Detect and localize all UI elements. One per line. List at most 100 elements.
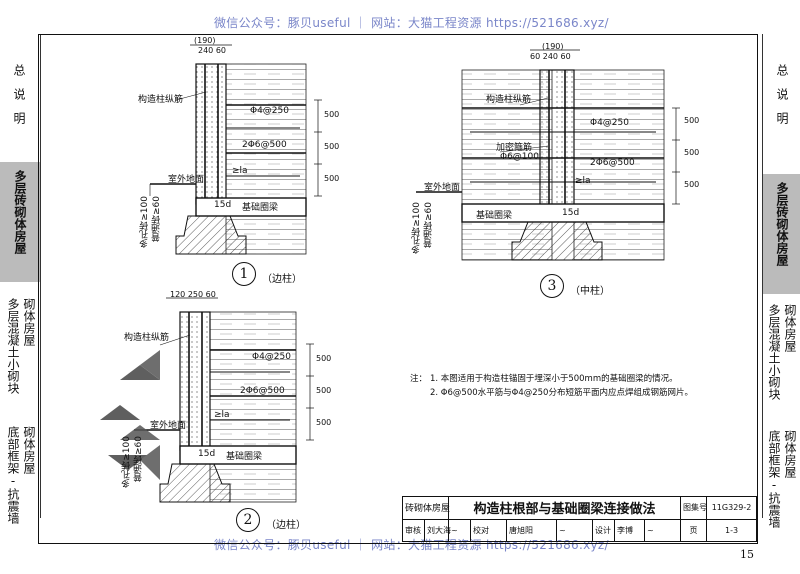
page-code: 1-3 xyxy=(706,518,758,542)
right-tab-frame-label-a: 底部框架-抗震墙 xyxy=(767,430,781,528)
d2-label-r2: 2Φ6@500 xyxy=(240,386,285,396)
right-tab-brick-active: 多层砖砌体房屋 xyxy=(763,174,800,294)
d2-label-la: ≥la xyxy=(214,410,230,420)
notes-prefix: 注： xyxy=(410,374,428,384)
designer-name: 李博 xyxy=(614,518,646,542)
d1-label-15d: 15d xyxy=(214,200,232,210)
right-tab-frame-label-b: 砌体房屋 xyxy=(783,430,797,478)
d3-label-la: ≥la xyxy=(575,176,591,186)
watermark-top: 微信公众号：豚贝useful ｜ 网站：大猫工程资源 https://52168… xyxy=(214,16,609,30)
d3-wall-note-2: 普通砖≥60 xyxy=(424,202,434,248)
designer-signature: ~ xyxy=(644,518,682,542)
right-tab-brick-label: 多层砖砌体房屋 xyxy=(775,182,789,266)
right-tab-general: 总说明 xyxy=(775,64,789,136)
d1-dim-500a: 500 xyxy=(324,110,340,119)
detail-2-wall xyxy=(209,311,297,503)
detail-3-number: 3 xyxy=(540,274,564,298)
left-tab-block: 多层混凝土小砌块 砌体房屋 xyxy=(2,298,40,394)
watermark-bottom: 微信公众号：豚贝useful ｜ 网站：大猫工程资源 https://52168… xyxy=(214,538,609,552)
detail-1-foundation xyxy=(175,215,247,255)
detail-3-foundation xyxy=(511,221,603,261)
d2-dim-top: 120 250 60 xyxy=(170,290,216,299)
d3-label-15d: 15d xyxy=(562,208,580,218)
d2-dim-500c: 500 xyxy=(316,418,332,427)
d3-label-ground: 室外地面 xyxy=(424,183,461,193)
d2-label-15d: 15d xyxy=(198,449,216,459)
detail-2-foundation xyxy=(159,463,231,503)
d1-label-col: 构造柱纵筋 xyxy=(138,95,184,105)
d2-dim-500b: 500 xyxy=(316,386,332,395)
d3-label-r1: Φ4@250 xyxy=(590,118,629,128)
d1-wall-note-2: 普通砖≥60 xyxy=(152,196,162,242)
left-tab-frame-label-b: 砌体房屋 xyxy=(22,426,36,474)
right-tab-block-label-a: 多层混凝土小砌块 xyxy=(767,304,781,400)
drawing-frame xyxy=(38,34,758,544)
d3-dim-top2: 60 240 60 xyxy=(530,52,571,61)
d1-dim-500c: 500 xyxy=(324,174,340,183)
checker-signature: ~ xyxy=(556,518,594,542)
detail-1-ring-beam xyxy=(195,197,307,217)
d3-dim-500c: 500 xyxy=(684,180,700,189)
detail-1-column xyxy=(195,63,227,205)
detail-2-number: 2 xyxy=(236,508,260,532)
note-1: 1. 本图适用于构造柱锚固于埋深小于500mm的基础圈梁的情况。 xyxy=(430,374,678,384)
detail-2-caption: （边柱） xyxy=(266,520,306,531)
note-2: 2. Φ6@500水平筋与Φ4@250分布短筋平面内应点焊组成钢筋网片。 xyxy=(430,388,693,398)
left-tab-frame: 底部框架-抗震墙 砌体房屋 xyxy=(2,426,40,524)
d1-dim-top2: 240 60 xyxy=(198,46,226,55)
left-tab-block-label-b: 砌体房屋 xyxy=(22,298,36,346)
title-block: 砖砌体房屋 构造柱根部与基础圈梁连接做法 图集号 11G329-2 审核 刘大海… xyxy=(401,496,758,542)
left-tab-block-label-a: 多层混凝土小砌块 xyxy=(6,298,20,394)
left-tab-general: 总说明 xyxy=(12,64,26,136)
detail-3-caption: （中柱） xyxy=(570,286,610,297)
right-tab-frame: 底部框架-抗震墙 砌体房屋 xyxy=(763,430,800,528)
d2-label-r1: Φ4@250 xyxy=(252,352,291,362)
triangle-watermark xyxy=(100,350,160,480)
page-number: 15 xyxy=(740,548,754,561)
left-tab-brick-label: 多层砖砌体房屋 xyxy=(13,170,27,254)
d3-label-dense1: 加密箍筋 xyxy=(496,143,533,153)
atlas-label: 图集号 xyxy=(680,496,708,520)
d1-label-r2: 2Φ6@500 xyxy=(242,140,287,150)
d2-dim-500a: 500 xyxy=(316,354,332,363)
d2-label-col: 构造柱纵筋 xyxy=(124,333,170,343)
d2-label-beam: 基础圈梁 xyxy=(226,452,263,462)
reviewer-name: 刘大海 xyxy=(423,518,451,542)
d2-wall-note-2: 普通砖≥60 xyxy=(134,436,144,482)
reviewer-signature: ~ xyxy=(448,518,472,542)
d3-label-r2: 2Φ6@500 xyxy=(590,158,635,168)
check-label: 校对 xyxy=(470,518,508,542)
review-label: 审核 xyxy=(402,518,425,542)
design-label: 设计 xyxy=(592,518,616,542)
drawing-title: 构造柱根部与基础圈梁连接做法 xyxy=(448,496,682,520)
detail-3-column xyxy=(539,69,575,211)
detail-1-number: 1 xyxy=(232,262,256,286)
detail-1-drawing xyxy=(149,44,322,255)
d1-label-la: ≥la xyxy=(232,166,248,176)
d2-label-ground: 室外地面 xyxy=(150,421,187,431)
d1-label-ground: 室外地面 xyxy=(168,175,205,185)
d3-label-beam: 基础圈梁 xyxy=(476,211,513,221)
detail-2-drawing xyxy=(100,297,314,503)
d3-dim-500b: 500 xyxy=(684,148,700,157)
detail-3-drawing xyxy=(416,49,680,261)
left-tab-column: 总说明 多层砖砌体房屋 多层混凝土小砌块 砌体房屋 底部框架-抗震墙 砌体房屋 xyxy=(0,34,41,524)
detail-1-caption: （边柱） xyxy=(262,274,302,285)
page-label: 页 xyxy=(680,518,708,542)
d3-label-dense2: Φ6@100 xyxy=(500,152,539,162)
d1-label-beam: 基础圈梁 xyxy=(242,203,279,213)
checker-name: 唐旭阳 xyxy=(506,518,558,542)
detail-1-wall xyxy=(225,63,307,255)
d3-dim-500a: 500 xyxy=(684,116,700,125)
detail-2-ring-beam xyxy=(179,445,297,465)
d1-label-r1: Φ4@250 xyxy=(250,106,289,116)
right-tab-block-label-b: 砌体房屋 xyxy=(783,304,797,352)
d3-label-col: 构造柱纵筋 xyxy=(486,95,532,105)
d3-dim-top: (190) xyxy=(542,42,564,51)
d1-dim-top: (190) xyxy=(194,36,216,45)
d1-dim-500b: 500 xyxy=(324,142,340,151)
title-block-left-strip: 砖砌体房屋 xyxy=(401,496,450,520)
atlas-number: 11G329-2 xyxy=(706,496,758,520)
left-tab-brick-active: 多层砖砌体房屋 xyxy=(0,162,40,282)
